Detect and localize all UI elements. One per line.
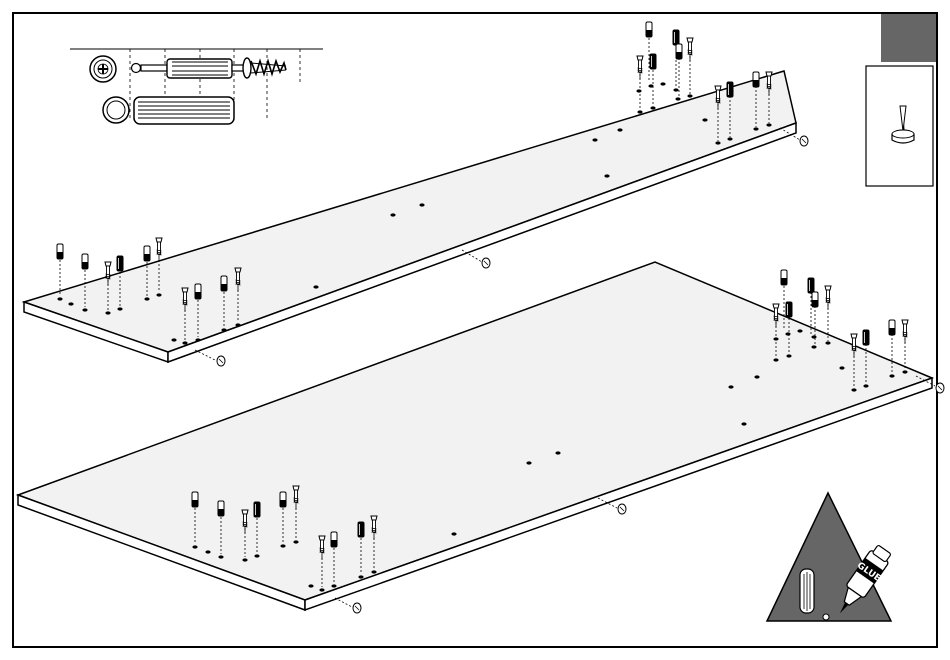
cam-lock-screw-icon: [90, 56, 286, 82]
step-marker: [881, 14, 936, 62]
parts-legend: [70, 49, 323, 124]
glue-warning: GLUE: [767, 493, 895, 621]
wooden-dowel-icon: [103, 97, 234, 124]
tool-box: [866, 66, 933, 186]
wooden-dowel-icon: [800, 569, 814, 613]
